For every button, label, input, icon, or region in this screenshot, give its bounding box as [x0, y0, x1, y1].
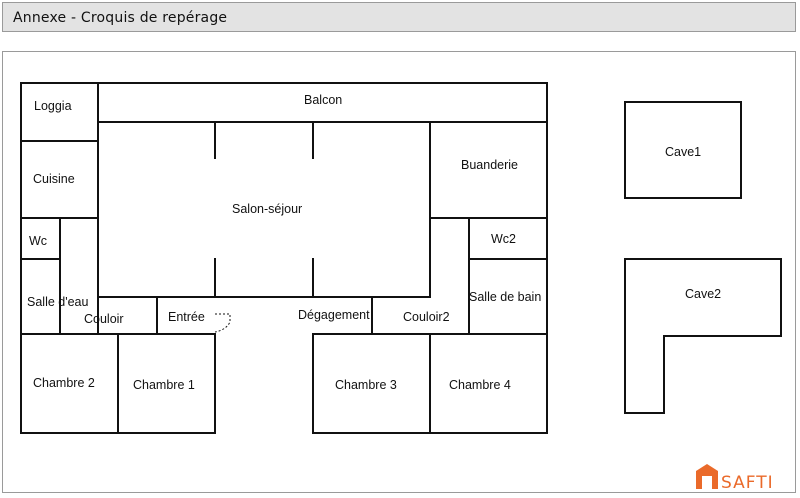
room-label-wc2: Wc2	[491, 232, 516, 246]
floor-plan-panel	[2, 51, 796, 493]
balcon-walls	[97, 82, 548, 123]
safti-logo: SAFTI	[696, 464, 774, 493]
cave2-walls	[624, 258, 782, 414]
room-label-loggia: Loggia	[34, 99, 72, 113]
room-label-chambre-2: Chambre 2	[33, 376, 95, 390]
walls	[20, 82, 782, 434]
room-label-salle-eau: Salle d'eau	[27, 295, 89, 309]
room-labels: Loggia Balcon Cuisine Salon-séjour Buand…	[27, 93, 721, 392]
room-label-degagement: Dégagement	[298, 308, 370, 322]
page-title: Annexe - Croquis de repérage	[13, 10, 228, 26]
room-label-salle-de-bain: Salle de bain	[469, 290, 541, 304]
room-label-entree: Entrée	[168, 310, 205, 324]
room-label-chambre-1: Chambre 1	[133, 378, 195, 392]
room-label-wc: Wc	[29, 234, 47, 248]
room-label-chambre-3: Chambre 3	[335, 378, 397, 392]
header-bar: Annexe - Croquis de repérage	[2, 2, 796, 32]
room-label-cuisine: Cuisine	[33, 172, 75, 186]
room-label-cave1: Cave1	[665, 145, 701, 159]
room-label-cave2: Cave2	[685, 287, 721, 301]
entry-door	[214, 313, 231, 333]
room-label-couloir: Couloir	[84, 312, 124, 326]
room-label-salon-sejour: Salon-séjour	[232, 202, 302, 216]
room-label-couloir2: Couloir2	[403, 310, 450, 324]
room-label-balcon: Balcon	[304, 93, 342, 107]
room-label-chambre-4: Chambre 4	[449, 378, 511, 392]
logo-text: SAFTI	[721, 473, 774, 493]
room-label-buanderie: Buanderie	[461, 158, 518, 172]
cave1-walls	[624, 101, 742, 199]
